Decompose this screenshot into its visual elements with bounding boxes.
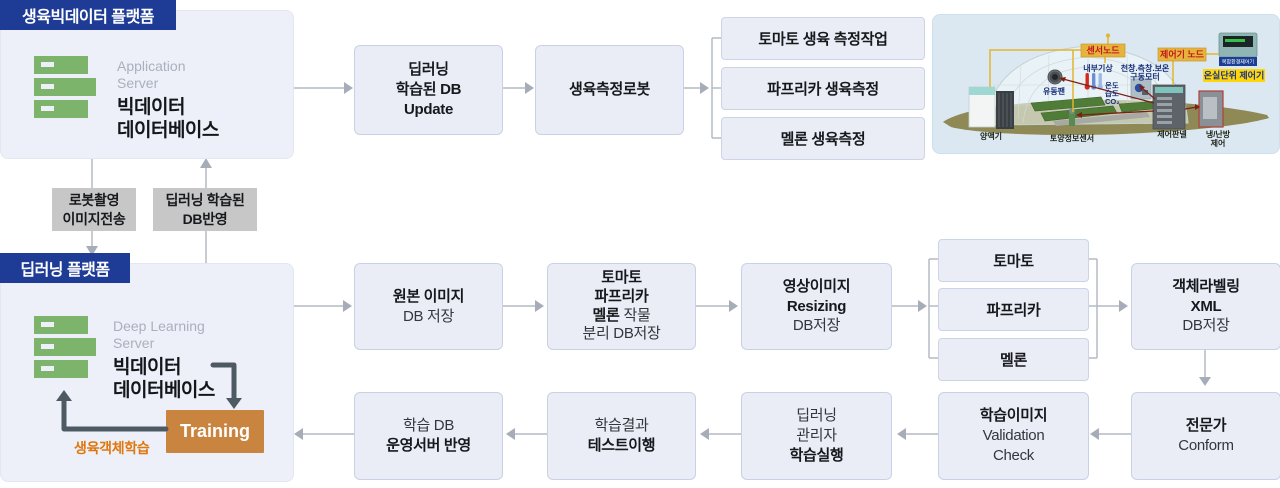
transfer-box-robot-images: 로봇촬영 이미지전송 [52, 188, 136, 231]
flow-box-crop-split: 토마토 파프리카 멜론 작물 분리 DB저장 [547, 263, 696, 350]
box-text: 딥러닝 [796, 407, 837, 425]
box-text: 관리자 [796, 427, 837, 445]
box-text: 학습결과 [594, 417, 649, 435]
application-server-group: Application Server 빅데이터 데이터베이스 [34, 56, 219, 143]
box-text: 분리 DB저장 [582, 325, 661, 343]
task-box-melon: 멜론 생육측정 [721, 117, 925, 160]
sensor-node-label: 센서노드 [1086, 45, 1120, 56]
box-text: 객체라벨링 [1172, 277, 1240, 295]
nutrient-label: 양액기 [980, 131, 1002, 141]
flow-box-expert-conform: 전문가 Conform [1131, 392, 1280, 480]
box-text: 원본 이미지 [392, 287, 465, 305]
box-text: 토마토 [601, 269, 642, 286]
hvac-label-1: 냉/난방 [1206, 129, 1231, 139]
crop-box-tomato: 토마토 [938, 239, 1089, 282]
flow-box-training-exec: 딥러닝 관리자 학습실행 [741, 392, 892, 480]
server-icon [34, 56, 96, 118]
box-text: Resizing [786, 297, 847, 315]
task-box-paprika: 파프리카 생육측정 [721, 67, 925, 110]
deep-learning-platform-header: 딥러닝 플랫폼 [0, 253, 130, 283]
server-type-label: Deep Learning Server [113, 318, 205, 352]
flow-box-resizing: 영상이미지 Resizing DB저장 [741, 263, 892, 350]
growth-object-learning-label: 생육객체학습 [74, 440, 150, 456]
unit-controller-label: 온실단위 제어기 [1204, 70, 1264, 81]
flow-box-labeling-xml: 객체라벨링 XML DB저장 [1131, 263, 1280, 350]
box-text: 멜론 [592, 306, 620, 324]
box-text: 생육측정로봇 [568, 81, 650, 99]
flow-box-deploy: 학습 DB 운영서버 반영 [354, 392, 503, 480]
box-text: 테스트이행 [587, 437, 656, 454]
box-text: XML [1190, 297, 1222, 315]
flow-box-validation-check: 학습이미지 Validation Check [938, 392, 1089, 480]
box-text: 학습 DB [402, 417, 455, 435]
server-name-label: 빅데이터 데이터베이스 [113, 357, 215, 402]
crop-box-paprika: 파프리카 [938, 288, 1089, 331]
box-text: Validation [982, 427, 1045, 445]
greenhouse-illustration: 센서노드 제어기 노드 복합환경제어기 온실단위 제어기 내부기상 천창.측창.… [943, 32, 1269, 148]
soil-sensor-label: 토양정보센서 [1050, 133, 1094, 143]
controller-node-label: 제어기 노드 [1160, 49, 1205, 60]
box-text: 학습실행 [789, 446, 844, 464]
server-type-label: Application Server [117, 58, 186, 92]
box-text: DB 저장 [402, 307, 455, 325]
deep-learning-server-group: Deep Learning Server 빅데이터 데이터베이스 [34, 316, 215, 403]
flow-box-db-update: 딥러닝 학습된 DB Update [354, 45, 503, 135]
box-text: DB저장 [1182, 317, 1230, 335]
indoor-weather-label: 내부기상 [1083, 63, 1113, 73]
box-text: 학습이미지 [979, 407, 1048, 425]
temp-label: 온도 [1105, 81, 1119, 90]
flow-box-growth-robot: 생육측정로봇 [535, 45, 684, 135]
box-text: 전문가 [1185, 417, 1227, 435]
flow-box-test-run: 학습결과 테스트이행 [547, 392, 696, 480]
box-text: 운영서버 반영 [386, 437, 471, 454]
training-box: Training [166, 410, 264, 453]
crop-box-melon: 멜론 [938, 338, 1089, 381]
co2-label: CO₂ [1105, 97, 1120, 106]
box-text: 파프리카 [594, 287, 649, 305]
motor-label-1: 천창.측창.보온 [1121, 63, 1170, 73]
box-text: 딥러닝 학습된 DB Update [395, 61, 462, 118]
server-icon [34, 316, 96, 378]
greenhouse-photo: 센서노드 제어기 노드 복합환경제어기 온실단위 제어기 내부기상 천창.측창.… [932, 14, 1280, 154]
fan-label: 유동팬 [1043, 86, 1065, 96]
growth-bigdata-platform-panel: Application Server 빅데이터 데이터베이스 [0, 10, 294, 159]
humidity-label: 습도 [1105, 88, 1119, 98]
flow-box-origin-image: 원본 이미지 DB 저장 [354, 263, 503, 350]
hvac-label-2: 제어 [1211, 138, 1226, 148]
task-box-tomato: 토마토 생육 측정작업 [721, 17, 925, 60]
box-text: 작물 [623, 306, 651, 324]
box-text: 영상이미지 [782, 277, 851, 295]
control-panel-label: 제어판넬 [1157, 129, 1186, 139]
box-text: DB저장 [792, 317, 841, 335]
motor-label-2: 구동모터 [1130, 72, 1159, 82]
box-text: Conform [1178, 437, 1234, 454]
bigdata-platform-header: 생육빅데이터 플랫폼 [0, 0, 176, 30]
device-band-label: 복합환경제어기 [1222, 59, 1254, 66]
server-name-label: 빅데이터 데이터베이스 [117, 97, 219, 142]
box-text: Check [992, 446, 1035, 464]
transfer-box-db-reflect: 딥러닝 학습된 DB반영 [153, 188, 257, 231]
